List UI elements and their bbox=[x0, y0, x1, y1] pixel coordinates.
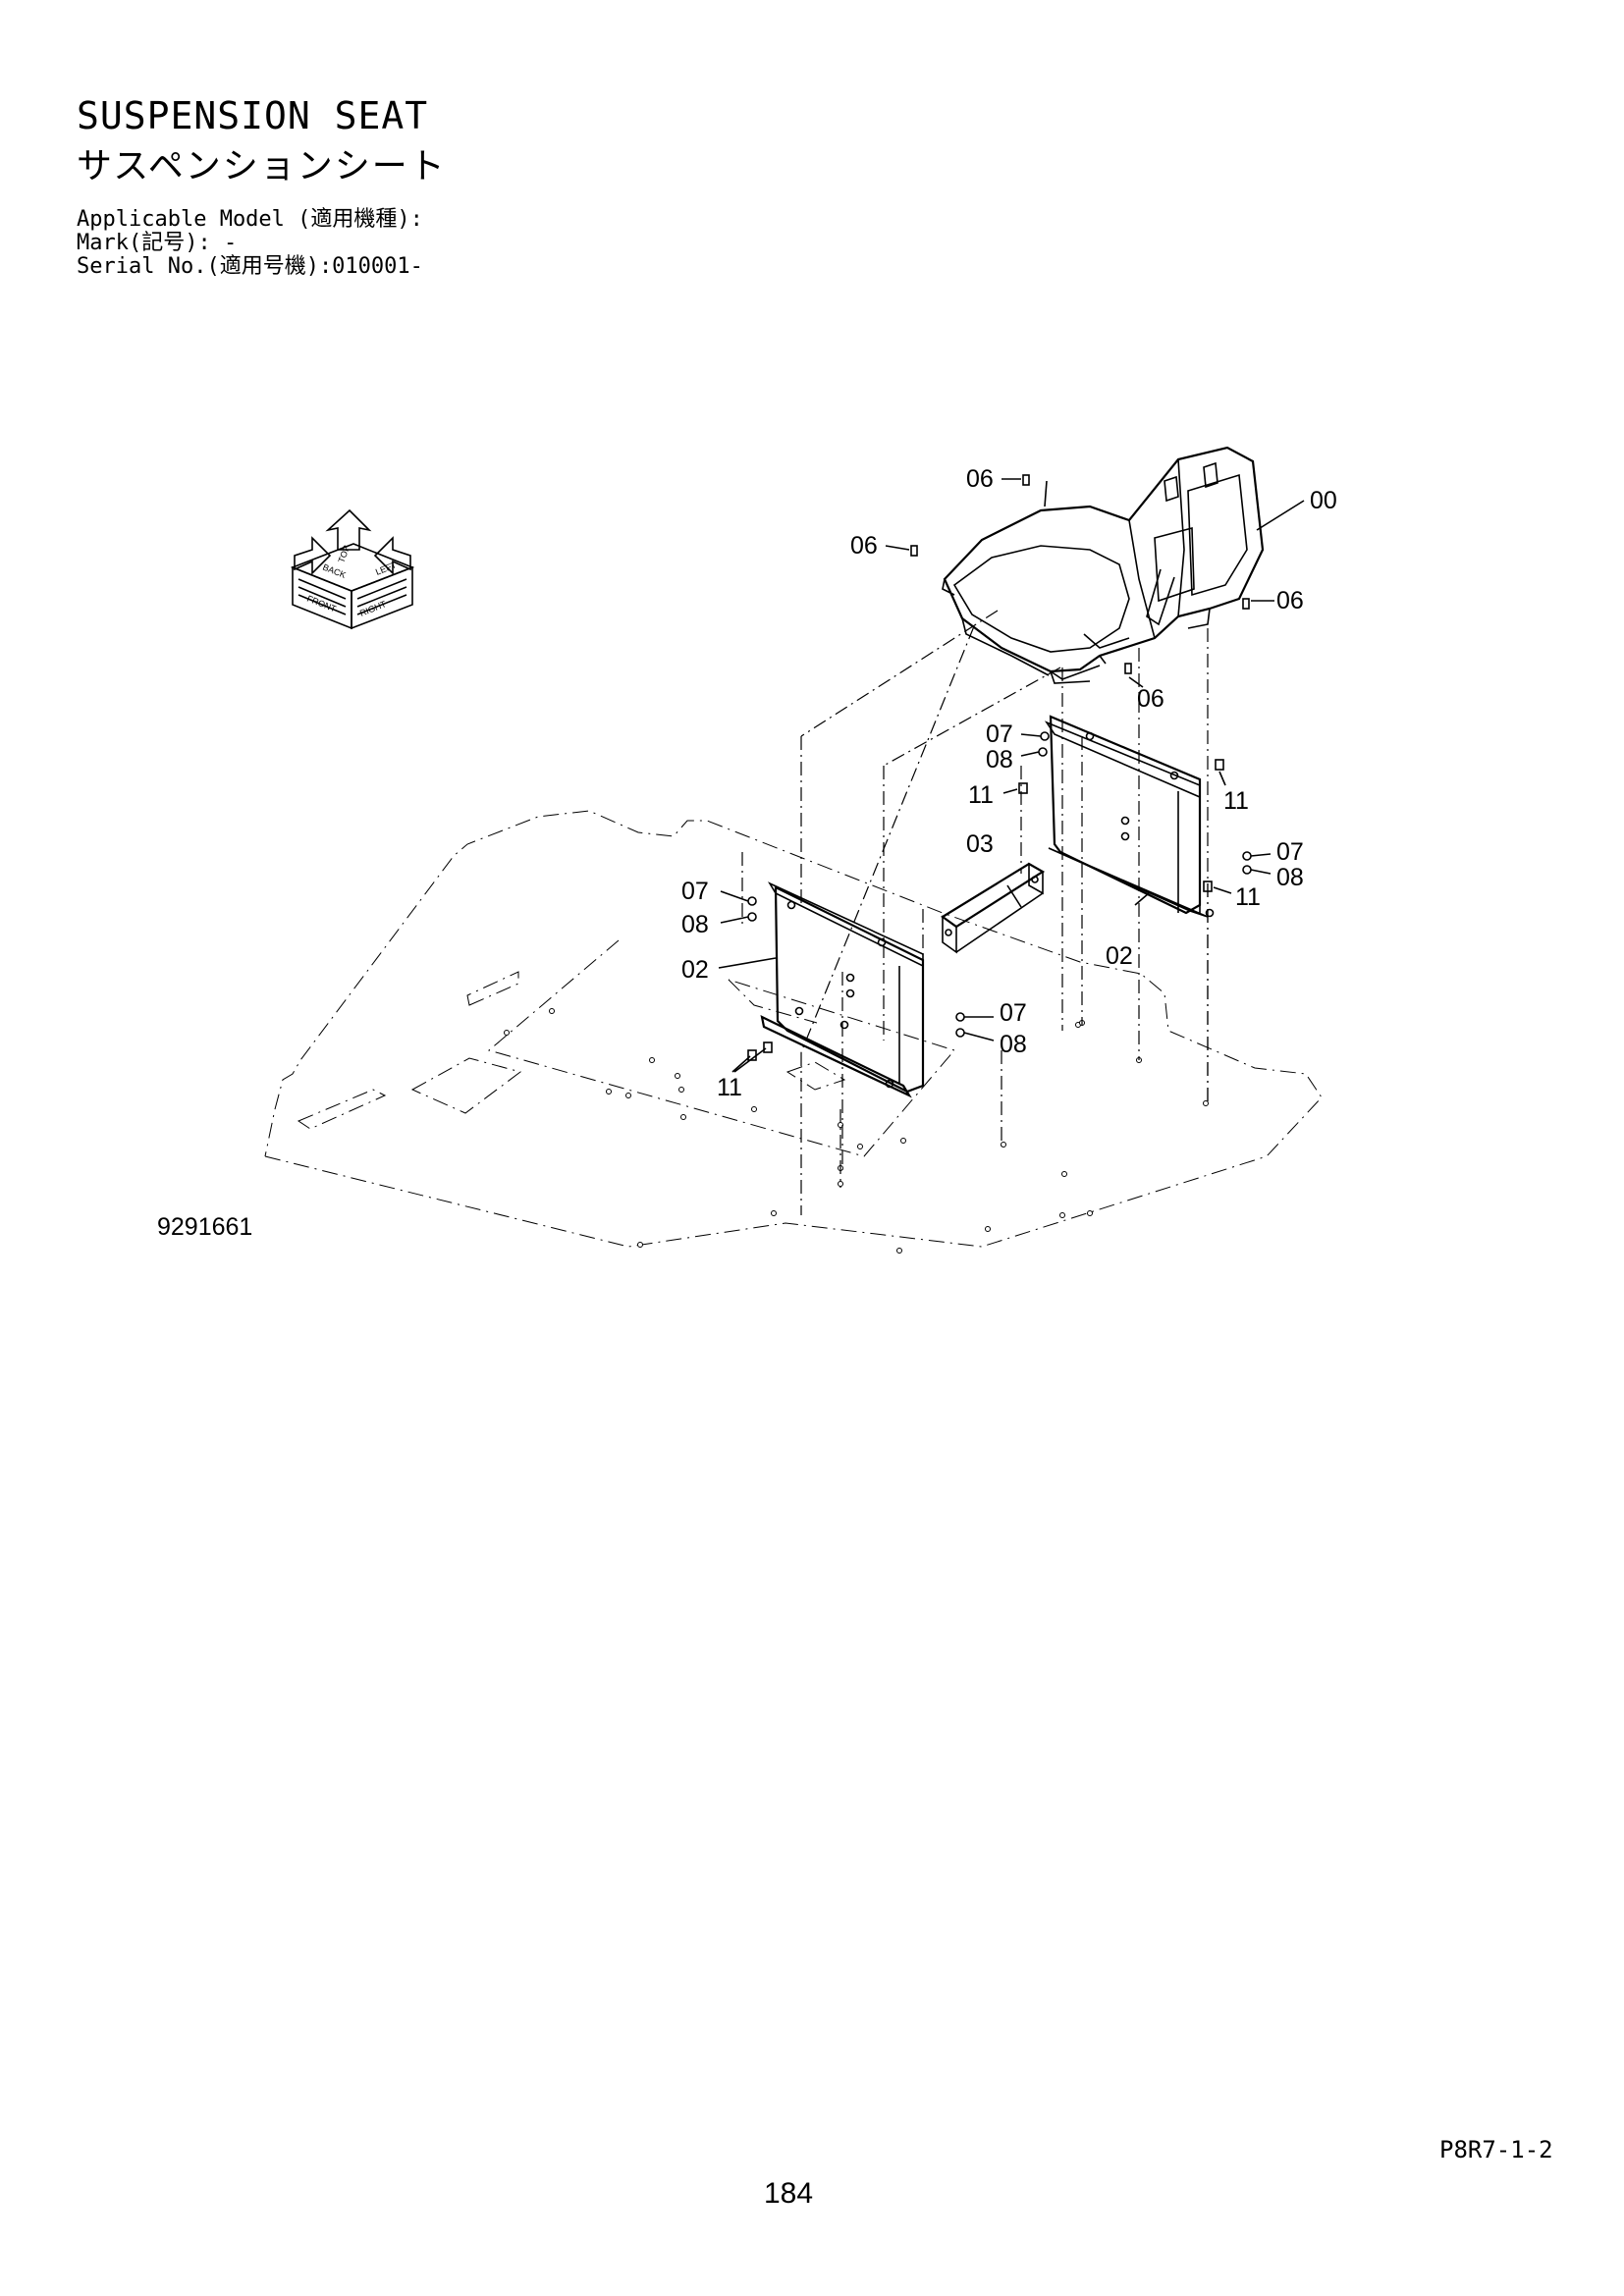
callout-11: 11 bbox=[1223, 787, 1249, 815]
callout-02: 02 bbox=[1106, 942, 1133, 970]
callout-08: 08 bbox=[1276, 864, 1304, 891]
callout-11: 11 bbox=[717, 1074, 742, 1101]
orientation-indicator: FRONT RIGHT TOP BACK LEFT bbox=[290, 508, 415, 630]
callout-03: 03 bbox=[966, 830, 994, 858]
callout-06: 06 bbox=[1137, 685, 1164, 713]
orientation-top-label: TOP bbox=[336, 544, 352, 564]
callout-06: 06 bbox=[850, 532, 878, 560]
callout-07: 07 bbox=[1000, 999, 1027, 1027]
callout-labels: 06 00 06 06 06 07 08 11 11 03 07 08 11 0… bbox=[681, 465, 1337, 1101]
page-code: P8R7-1-2 bbox=[1439, 2136, 1553, 2163]
leader-lines bbox=[718, 478, 1305, 1073]
callout-11: 11 bbox=[968, 781, 994, 809]
bar-03 bbox=[941, 862, 1046, 954]
callout-07: 07 bbox=[1276, 838, 1304, 866]
callout-07: 07 bbox=[681, 878, 709, 905]
floor-plate bbox=[264, 810, 1323, 1254]
page-number: 184 bbox=[764, 2177, 814, 2210]
callout-08: 08 bbox=[1000, 1031, 1027, 1058]
page-title-japanese: サスペンションシート bbox=[77, 146, 447, 187]
callout-08: 08 bbox=[681, 911, 709, 938]
callout-11: 11 bbox=[1235, 883, 1261, 911]
orientation-back-label: BACK bbox=[321, 562, 347, 580]
callout-08: 08 bbox=[986, 746, 1013, 774]
page-title: SUSPENSION SEAT bbox=[77, 94, 429, 137]
callout-07: 07 bbox=[986, 721, 1013, 748]
callout-02: 02 bbox=[681, 956, 709, 984]
callout-06: 06 bbox=[1276, 587, 1304, 614]
callout-06: 06 bbox=[966, 465, 994, 493]
callout-00: 00 bbox=[1310, 487, 1337, 514]
bracket-02-left bbox=[760, 881, 925, 1098]
suspension-seat bbox=[942, 446, 1265, 684]
applicable-model-label: Applicable Model (適用機種): bbox=[77, 207, 423, 232]
serial-number-label: Serial No.(適用号機):010001- bbox=[77, 254, 423, 279]
mark-label: Mark(記号): - bbox=[77, 231, 238, 255]
figure-number: 9291661 bbox=[157, 1213, 253, 1241]
bracket-02-right bbox=[1044, 715, 1215, 918]
